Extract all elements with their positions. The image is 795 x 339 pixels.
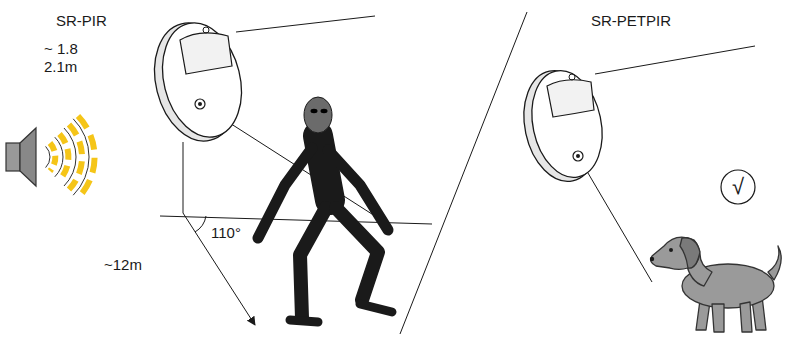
intruder-head: [304, 97, 332, 133]
intruder-arm: [258, 148, 312, 238]
dog-leg: [712, 304, 724, 332]
intruder-foot: [360, 304, 392, 312]
intruder-mask: [304, 97, 332, 133]
sensor-lens: [573, 151, 583, 161]
intruder-foot: [290, 320, 318, 322]
petpir-sensor: [514, 64, 611, 189]
dimension-label: 110°: [211, 224, 241, 241]
dimension-label: ~12m: [104, 256, 142, 273]
pet-coverage-lines: [578, 46, 755, 282]
model-name: SR-PETPIR: [591, 12, 671, 29]
pir-sensor: [143, 14, 253, 150]
dimension-label: ~ 1.8: [44, 40, 78, 57]
sound-wave-yellow: [78, 116, 95, 198]
sound-wave-yellow: [60, 134, 69, 180]
speaker-symbol: [6, 128, 36, 186]
dimension-label: 2.1m: [44, 58, 77, 75]
sensor-window: [180, 33, 232, 74]
divider-line: [400, 12, 527, 334]
intruder-leg: [300, 208, 326, 318]
floor-line: [160, 216, 432, 224]
model-name: SR-PIR: [56, 12, 107, 29]
sensor-lens-dot: [576, 154, 580, 158]
dog-leg: [740, 302, 752, 332]
check-mark: √: [721, 170, 755, 204]
dog-figure: [650, 237, 781, 332]
sensor-lens-dot: [198, 102, 202, 106]
speaker-cone: [20, 128, 36, 186]
coverage-line: [578, 156, 652, 282]
height-line: [183, 142, 184, 213]
speaker-box: [6, 143, 20, 171]
sound-wave-yellow: [50, 143, 55, 171]
dog-eye: [669, 248, 673, 252]
intruder-eye: [311, 109, 318, 113]
sound-waves: [46, 116, 95, 198]
intruder-figure: [258, 136, 392, 322]
check-circle: [721, 170, 755, 204]
dog-nose: [650, 257, 654, 261]
sound-wave: [46, 146, 50, 167]
sensor-body: [523, 64, 612, 184]
sensor-lens: [195, 99, 205, 109]
dog-head: [651, 237, 700, 269]
intruder-eye: [321, 109, 328, 113]
coverage-line: [595, 46, 755, 74]
angle-arc: [195, 216, 206, 232]
sensor-window: [547, 80, 594, 117]
sensor-led: [569, 74, 575, 80]
dog-tail: [768, 246, 781, 280]
range-arrow: [183, 213, 255, 325]
coverage-line: [236, 16, 375, 32]
dog-ear: [680, 238, 700, 268]
intruder-leg: [336, 208, 378, 300]
coverage-lines: [160, 16, 432, 325]
sensor-led: [203, 27, 209, 33]
sound-wave-yellow: [69, 125, 82, 190]
sensor-body: [151, 15, 253, 146]
